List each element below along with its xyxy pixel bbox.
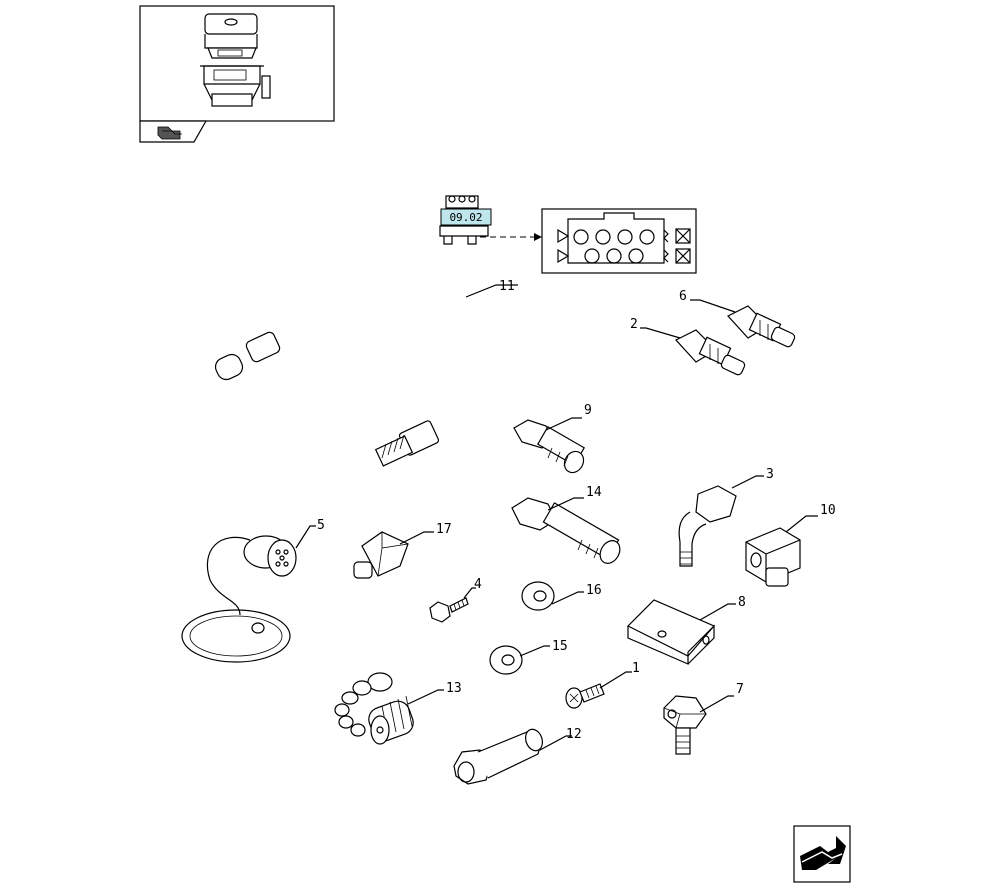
callout-12: 12 — [566, 727, 582, 742]
part-14-adapter[interactable] — [511, 497, 624, 567]
part-16-washer[interactable] — [521, 581, 555, 611]
part-15-washer[interactable] — [489, 645, 523, 675]
section-nav-icon — [157, 126, 182, 140]
leader-6 — [690, 299, 736, 313]
part-13-nut-set[interactable] — [334, 672, 417, 745]
callout-1: 1 — [632, 661, 640, 676]
callout-6: 6 — [679, 289, 687, 304]
leader-14 — [547, 497, 584, 511]
callout-4: 4 — [474, 577, 482, 592]
callout-3: 3 — [766, 467, 774, 482]
return-button[interactable] — [793, 825, 851, 883]
callout-11: 11 — [499, 279, 515, 294]
callout-5: 5 — [317, 518, 325, 533]
return-arrow-icon — [800, 836, 846, 870]
part-17-fitting[interactable] — [353, 531, 409, 579]
connector-pinout — [541, 208, 697, 274]
leader-1 — [599, 671, 632, 689]
leader-8 — [699, 603, 736, 621]
part-7-banjo[interactable] — [663, 695, 707, 755]
part-1-screw[interactable] — [565, 683, 605, 709]
leader-9 — [545, 417, 582, 431]
callout-10: 10 — [820, 503, 836, 518]
part-4-screw[interactable] — [429, 597, 469, 623]
leader-10 — [785, 515, 818, 533]
leader-17 — [399, 531, 434, 545]
leader-2 — [640, 327, 681, 339]
part-11-hose[interactable] — [213, 281, 505, 467]
callout-13: 13 — [446, 681, 462, 696]
leader-7 — [699, 695, 734, 713]
callout-2: 2 — [630, 317, 638, 332]
leader-5 — [295, 525, 316, 549]
callout-9: 9 — [584, 403, 592, 418]
callout-16: 16 — [586, 583, 602, 598]
part-12-sleeve[interactable] — [453, 727, 545, 785]
callout-8: 8 — [738, 595, 746, 610]
section-nav-button[interactable] — [139, 120, 208, 143]
connector-ref-icon — [439, 195, 489, 245]
part-10-tee[interactable] — [745, 527, 801, 587]
connector-ref-badge[interactable]: 09.02 — [440, 208, 492, 226]
leader-3 — [731, 475, 764, 489]
part-9-adapter[interactable] — [513, 419, 587, 476]
callout-7: 7 — [736, 682, 744, 697]
leader-11 — [465, 284, 518, 298]
part-5-sensor[interactable] — [181, 535, 297, 663]
assembly-thumbnail-icon — [200, 13, 271, 107]
part-6-fitting[interactable] — [727, 305, 796, 348]
leader-15 — [519, 645, 550, 657]
leader-16 — [551, 591, 584, 605]
callout-15: 15 — [552, 639, 568, 654]
callout-14: 14 — [586, 485, 602, 500]
part-2-fitting[interactable] — [675, 329, 746, 376]
callout-17: 17 — [436, 522, 452, 537]
leader-4 — [463, 587, 476, 599]
leader-12 — [539, 735, 572, 751]
part-3-elbow[interactable] — [678, 485, 737, 567]
assembly-thumbnail[interactable] — [139, 5, 335, 122]
arrow-icon — [534, 233, 542, 241]
leader-13 — [407, 689, 444, 705]
connector-ref-label: 09.02 — [449, 211, 482, 224]
part-8-block[interactable] — [626, 599, 715, 665]
